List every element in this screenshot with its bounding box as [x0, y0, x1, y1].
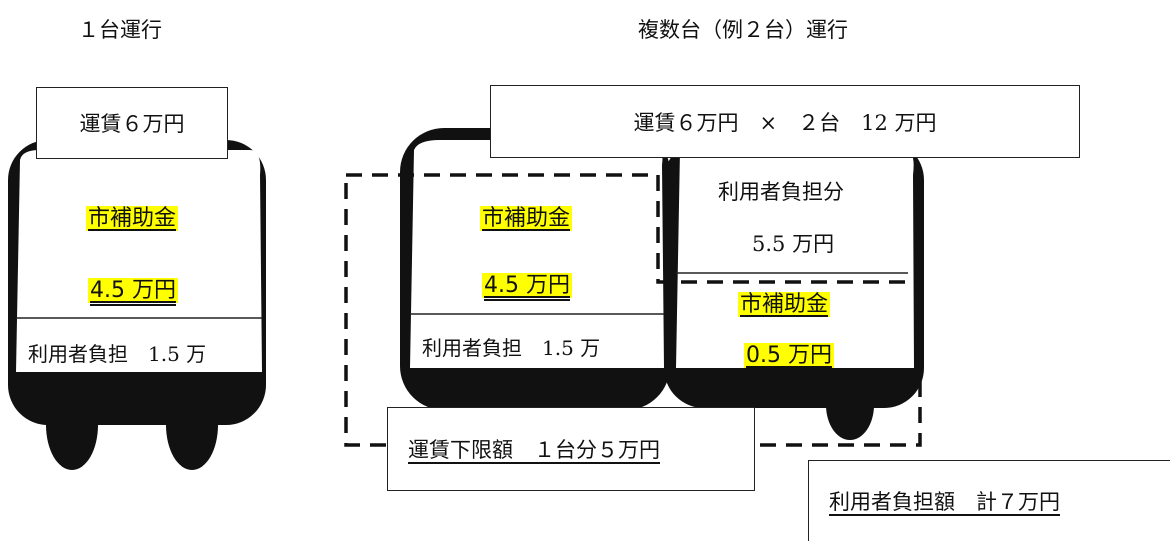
total-user-burden-box: 利用者負担額 計７万円 — [808, 460, 1170, 541]
multi-fare-text: 運賃６万円 × ２台 12 万円 — [633, 110, 937, 135]
single-subsidy-amount: 4.5 万円 — [88, 278, 178, 303]
multi-left-subsidy-label: 市補助金 — [480, 206, 573, 231]
multi-left-user-share: 利用者負担 1.5 万 — [422, 336, 601, 360]
multi-right-user-share-amount: 5.5 万円 — [752, 232, 835, 256]
heading-multiple-operation: 複数台（例２台）運行 — [638, 18, 848, 42]
multi-fare-box: 運賃６万円 × ２台 12 万円 — [490, 85, 1080, 158]
single-fare-text: 運賃６万円 — [79, 112, 185, 136]
bus-single-wheel-right — [166, 380, 218, 470]
multi-right-subsidy-label: 市補助金 — [738, 292, 831, 317]
bus-right-wheel-right — [826, 370, 874, 440]
bus-single-wheel-left — [46, 380, 98, 470]
single-fare-box: 運賃６万円 — [36, 87, 228, 159]
total-user-burden-text: 利用者負担額 計７万円 — [829, 490, 1060, 514]
multi-right-subsidy-amount: 0.5 万円 — [744, 343, 834, 368]
lower-limit-box: 運賃下限額 １台分５万円 — [387, 407, 755, 491]
multi-right-user-share-label: 利用者負担分 — [718, 180, 844, 204]
heading-single-operation: １台運行 — [78, 18, 162, 42]
bus-multi-right — [664, 140, 924, 440]
bus-single — [8, 140, 266, 470]
lower-limit-dashed-outline — [344, 173, 922, 447]
single-subsidy-label: 市補助金 — [86, 206, 179, 231]
lower-limit-text: 運賃下限額 １台分５万円 — [408, 438, 660, 462]
multi-left-subsidy-amount: 4.5 万円 — [482, 273, 572, 298]
single-user-share: 利用者負担 1.5 万 — [28, 342, 207, 366]
